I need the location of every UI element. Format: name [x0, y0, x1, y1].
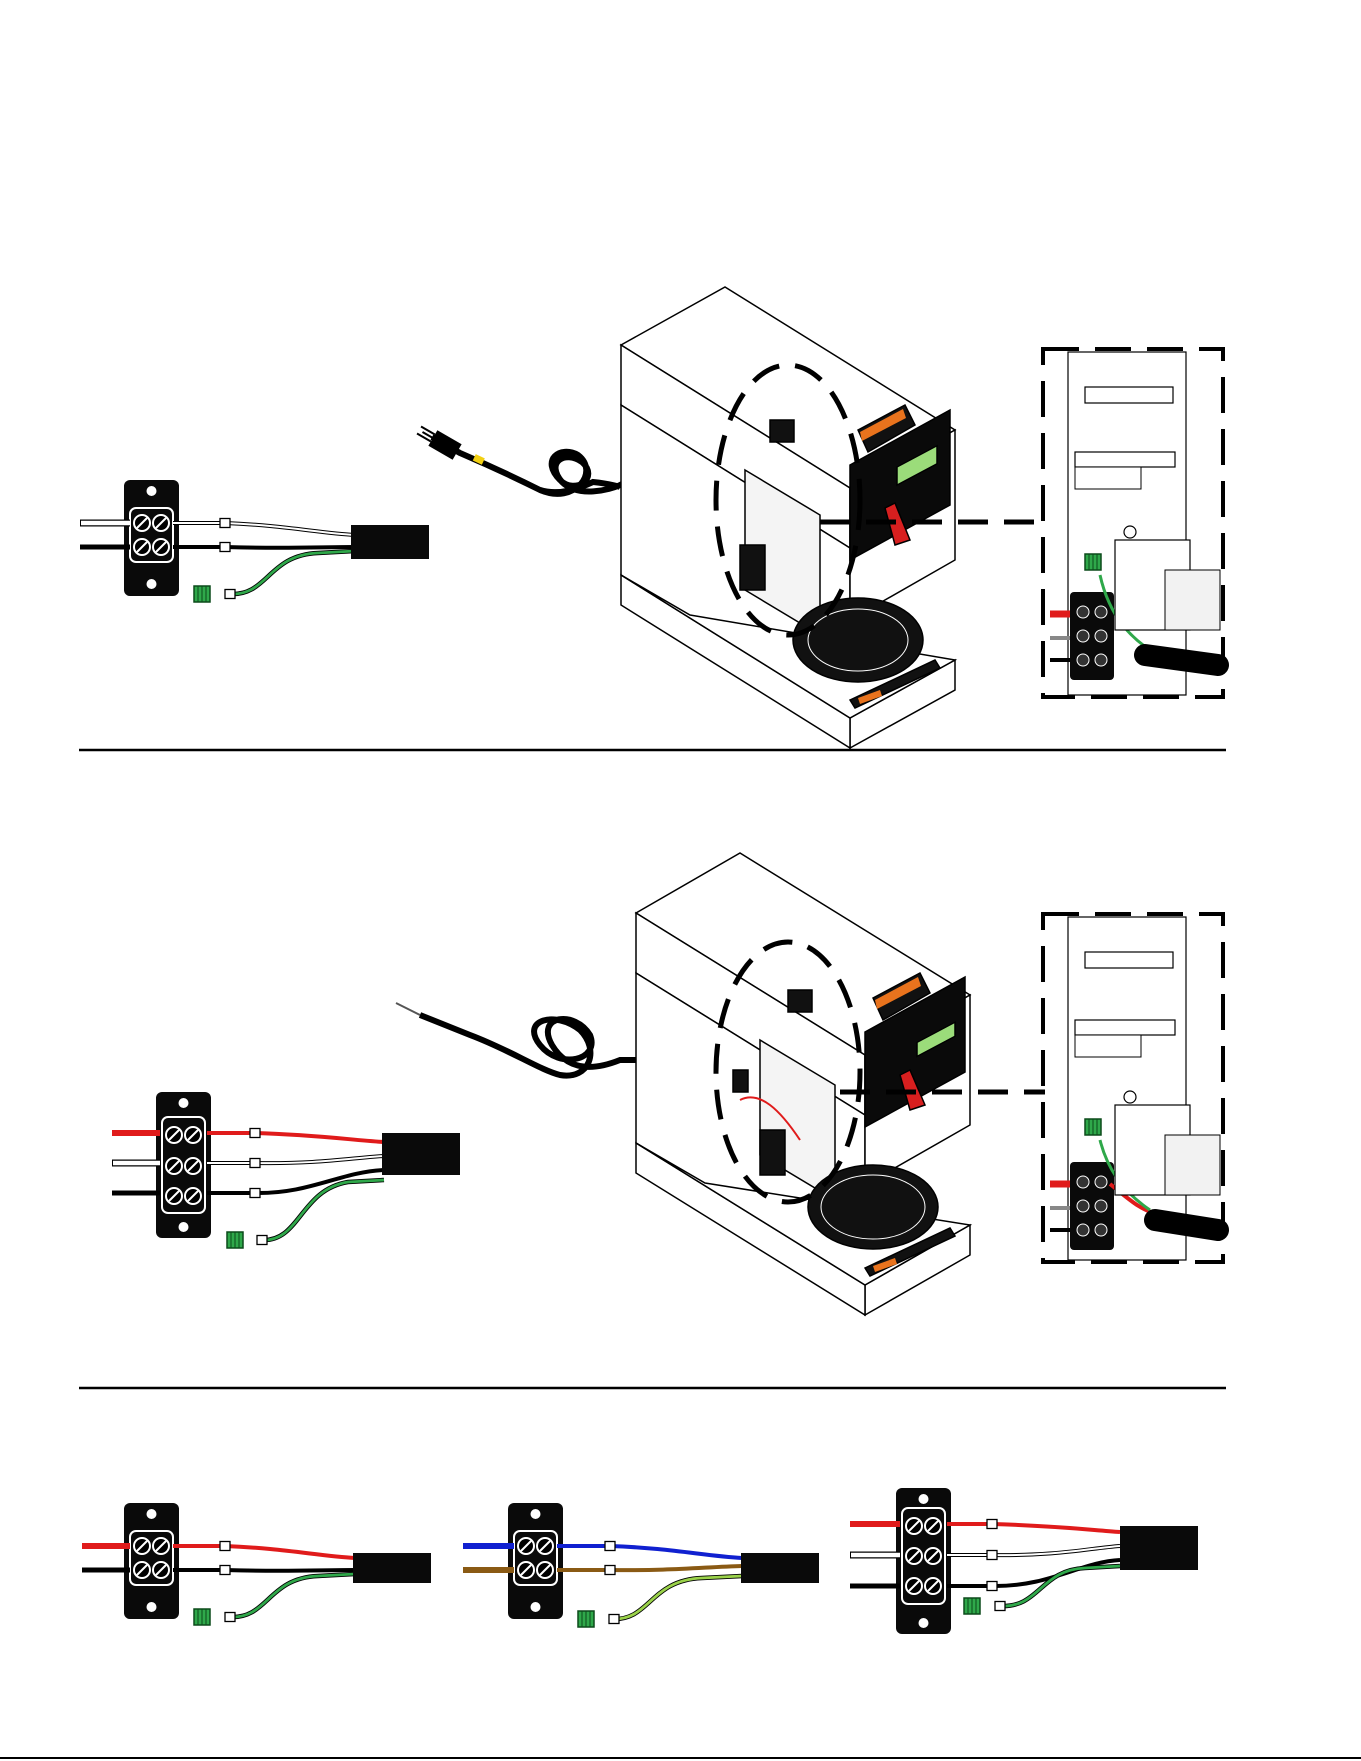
- terminal-block-4: [124, 480, 179, 596]
- terminal-block-6: [156, 1092, 211, 1238]
- terminal-block-4: [508, 1503, 563, 1619]
- section-3: [82, 1488, 1198, 1634]
- section-2: [112, 853, 1223, 1315]
- section-1: [80, 287, 1223, 748]
- brewer-unit: [621, 287, 955, 748]
- detail-inset: [1043, 914, 1223, 1262]
- plug-cord: [415, 422, 620, 494]
- terminal-block-4: [124, 1503, 179, 1619]
- terminal-block-6: [896, 1488, 951, 1634]
- detail-inset: [1043, 349, 1223, 697]
- variant-b: [463, 1503, 819, 1627]
- brewer-unit: [636, 853, 970, 1315]
- bare-cord: [396, 1003, 640, 1076]
- variant-a: [82, 1503, 431, 1625]
- variant-c: [850, 1488, 1198, 1634]
